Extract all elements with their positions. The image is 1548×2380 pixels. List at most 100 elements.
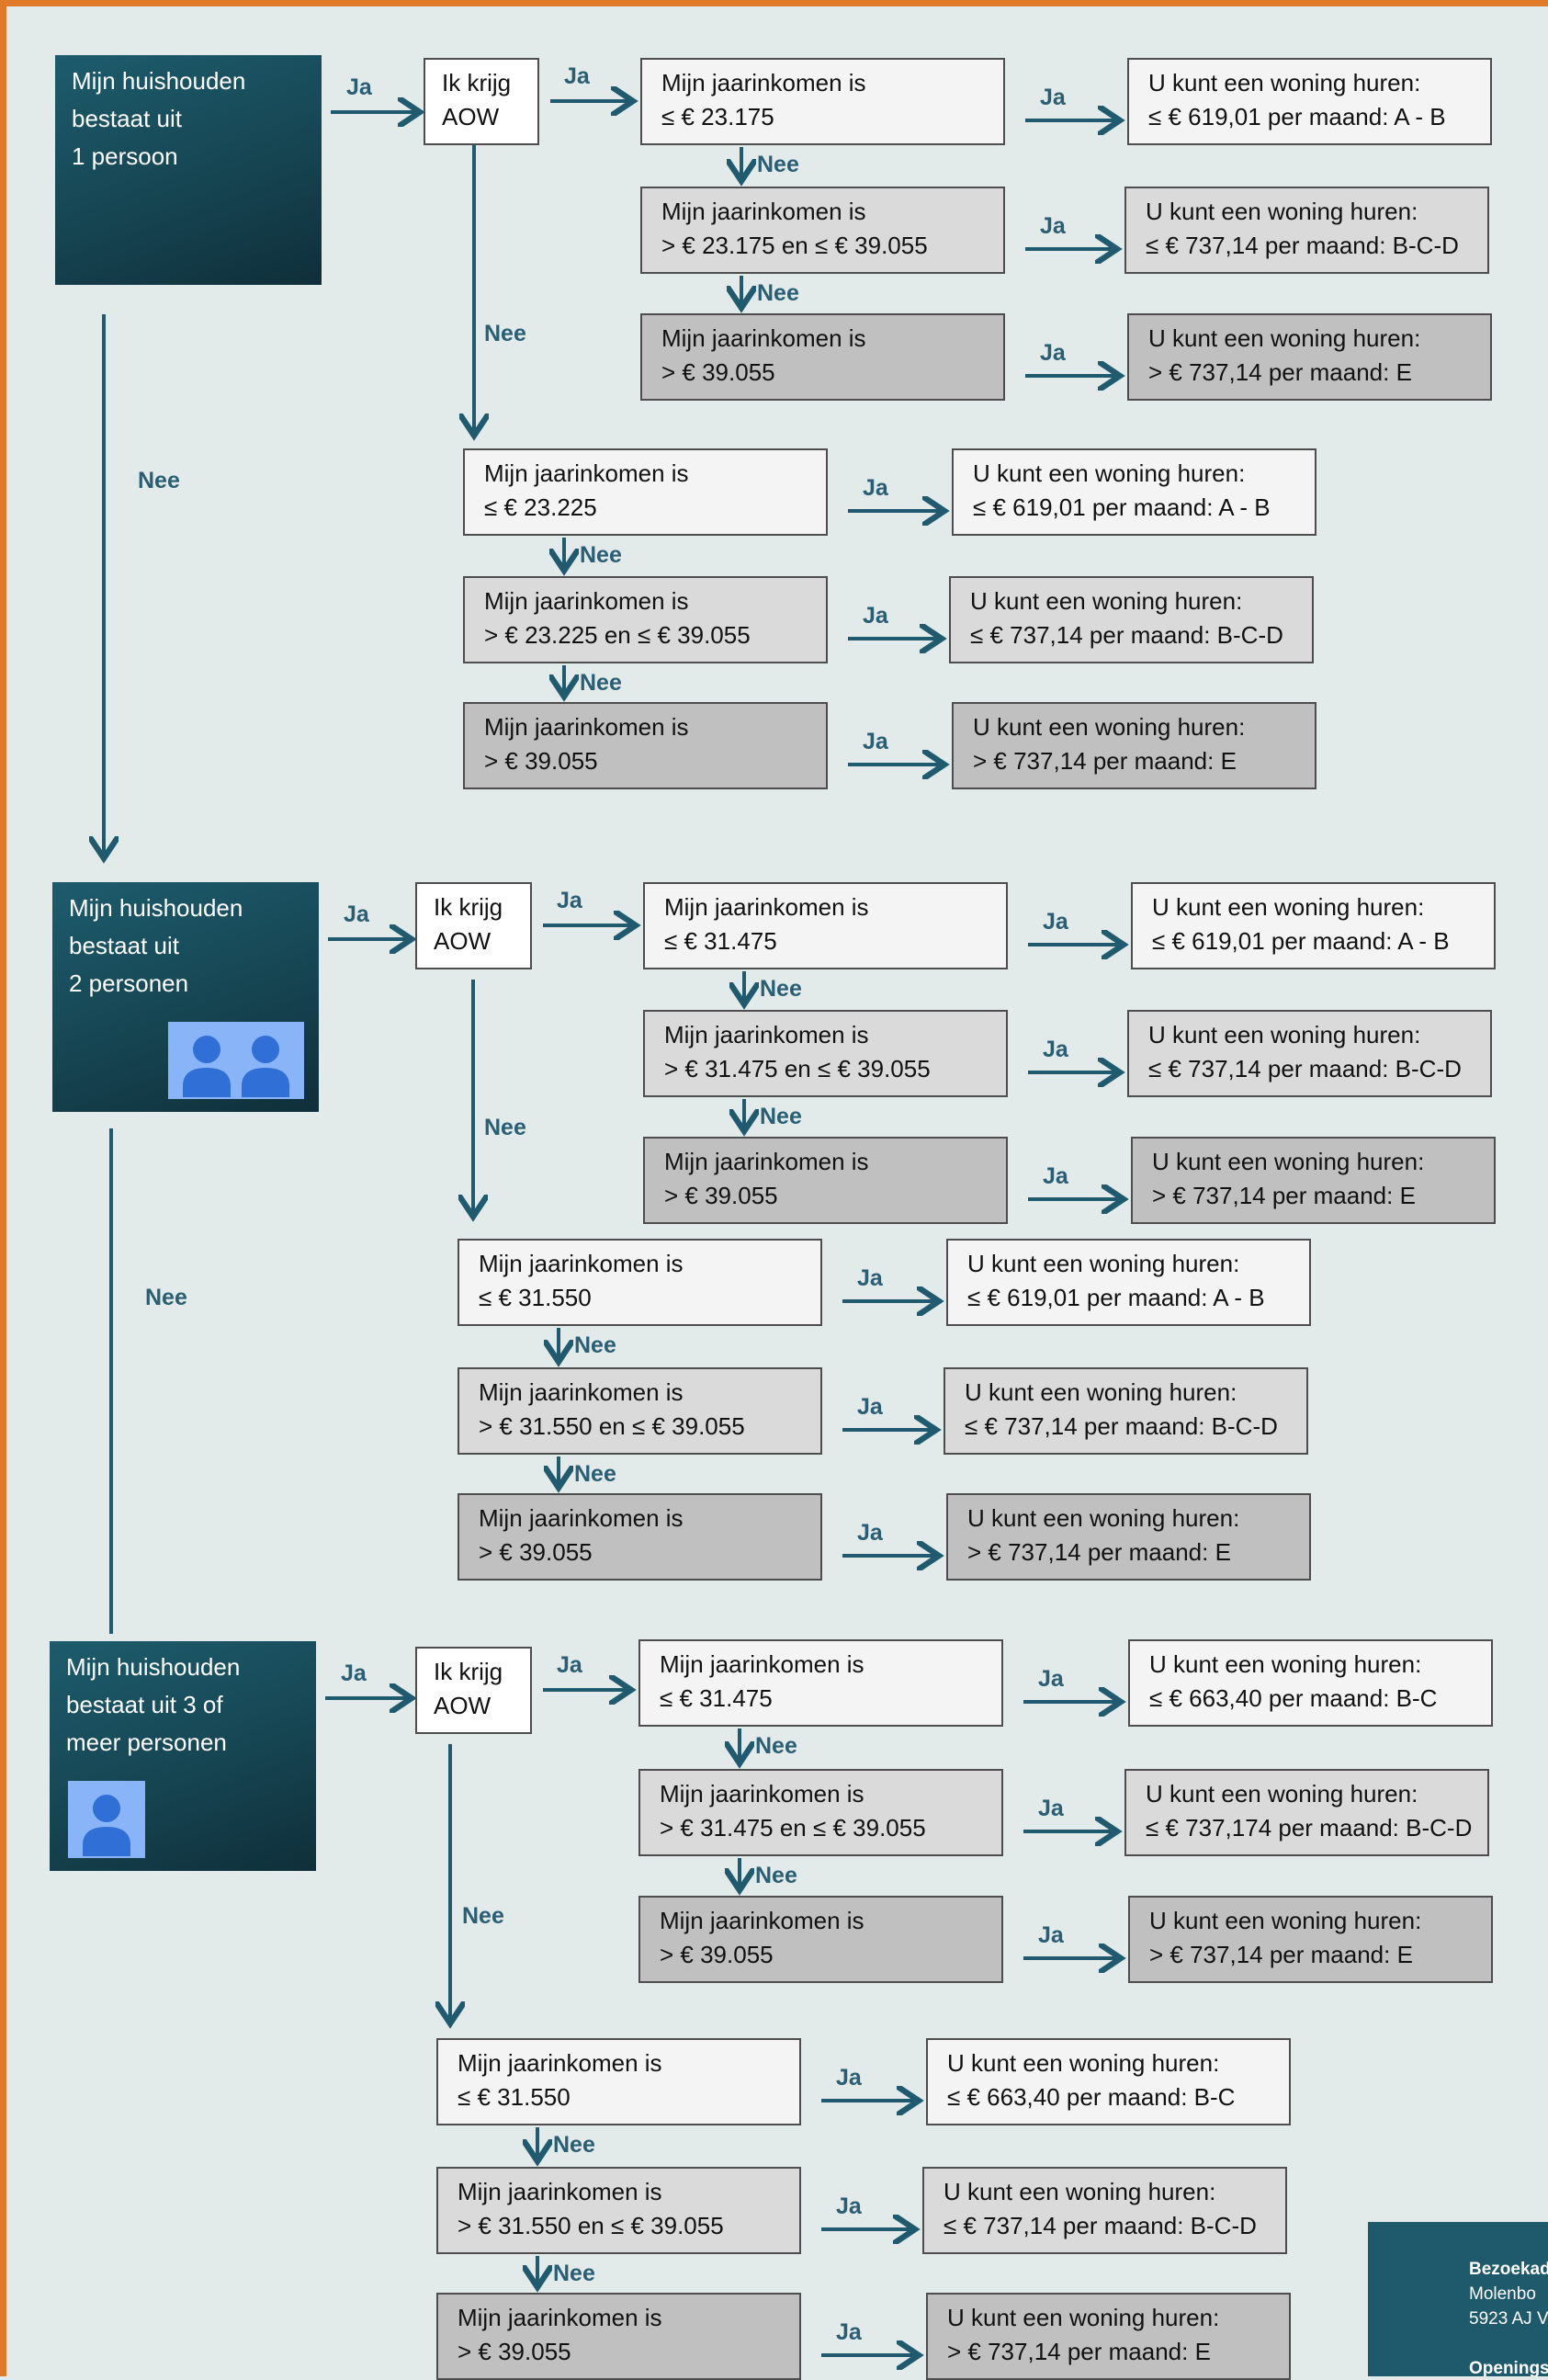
result-box-aow-2: U kunt een woning huren:≤ € 737,14 per m… — [1127, 1010, 1492, 1097]
income-box-aow-1-line: ≤ € 23.175 — [661, 103, 774, 130]
ja-label: Ja — [863, 729, 888, 754]
income-box-no-aow-1: Mijn jaarinkomen is≤ € 31.550 — [458, 1239, 822, 1326]
income-box-aow-2-line: > € 23.175 en ≤ € 39.055 — [661, 232, 928, 259]
result-box-no-aow-2-line: ≤ € 737,14 per maand: B-C-D — [943, 2212, 1257, 2239]
income-box-no-aow-1-line: ≤ € 23.225 — [484, 493, 597, 521]
result-box-aow-1-line: U kunt een woning huren: — [1152, 893, 1425, 921]
income-box-no-aow-3-line: Mijn jaarinkomen is — [458, 2304, 662, 2331]
aow-box-line: AOW — [434, 927, 492, 955]
ja-label: Ja — [1040, 213, 1066, 239]
two-persons-icon — [168, 1022, 304, 1099]
income-box-aow-1-line: Mijn jaarinkomen is — [664, 893, 869, 921]
income-box-no-aow-3: Mijn jaarinkomen is > € 39.055 — [436, 2293, 801, 2380]
ja-label: Ja — [836, 2193, 862, 2219]
income-box-no-aow-1-line: Mijn jaarinkomen is — [484, 459, 689, 487]
income-box-aow-3-line: > € 39.055 — [660, 1941, 774, 1968]
result-box-aow-3: U kunt een woning huren:> € 737,14 per m… — [1127, 313, 1492, 401]
household-line: Mijn huishouden — [69, 894, 243, 922]
nee-label: Nee — [760, 976, 802, 1002]
result-box-aow-1-line: ≤ € 663,40 per maand: B-C — [1149, 1684, 1438, 1712]
result-box-aow-2-line: ≤ € 737,14 per maand: B-C-D — [1148, 1055, 1462, 1082]
result-box-aow-3-line: > € 737,14 per maand: E — [1148, 358, 1412, 386]
result-box-no-aow-2: U kunt een woning huren:≤ € 737,14 per m… — [949, 576, 1314, 663]
result-box-aow-2-line: U kunt een woning huren: — [1146, 198, 1418, 225]
result-box-no-aow-2-line: U kunt een woning huren: — [970, 587, 1243, 615]
result-box-aow-1-line: ≤ € 619,01 per maand: A - B — [1152, 927, 1450, 955]
result-box-aow-3: U kunt een woning huren:> € 737,14 per m… — [1131, 1137, 1496, 1224]
ja-label: Ja — [346, 74, 372, 100]
ja-label: Ja — [1043, 1037, 1068, 1062]
footer-line — [1469, 2331, 1548, 2356]
result-box-aow-3: U kunt een woning huren:> € 737,14 per m… — [1128, 1896, 1493, 1983]
result-box-no-aow-3-line: U kunt een woning huren: — [973, 713, 1246, 741]
result-box-aow-1: U kunt een woning huren:≤ € 619,01 per m… — [1127, 58, 1492, 145]
ja-label: Ja — [1043, 909, 1068, 935]
nee-label: Nee — [138, 468, 180, 493]
nee-label: Nee — [757, 152, 799, 177]
result-box-no-aow-1: U kunt een woning huren:≤ € 663,40 per m… — [926, 2038, 1291, 2125]
income-box-aow-1: Mijn jaarinkomen is ≤ € 31.475 — [643, 882, 1008, 969]
income-box-aow-2-line: Mijn jaarinkomen is — [664, 1021, 869, 1048]
ja-label: Ja — [557, 1652, 582, 1678]
income-box-aow-2: Mijn jaarinkomen is> € 31.475 en ≤ € 39.… — [643, 1010, 1008, 1097]
result-box-aow-1: U kunt een woning huren:≤ € 663,40 per m… — [1128, 1639, 1493, 1727]
ja-label: Ja — [863, 603, 888, 629]
income-box-no-aow-1: Mijn jaarinkomen is ≤ € 23.225 — [463, 448, 828, 536]
footer-line: Bezoekad — [1469, 2260, 1548, 2279]
nee-label: Nee — [755, 1863, 797, 1888]
nee-label: Nee — [755, 1733, 797, 1759]
income-box-no-aow-3-line: > € 39.055 — [479, 1538, 593, 1566]
result-box-aow-3-line: > € 737,14 per maand: E — [1152, 1182, 1416, 1209]
footer-line: Molenbo — [1469, 2284, 1536, 2304]
income-box-aow-1-line: Mijn jaarinkomen is — [660, 1650, 864, 1678]
income-box-no-aow-1-line: Mijn jaarinkomen is — [458, 2049, 662, 2077]
result-box-aow-1-line: U kunt een woning huren: — [1148, 69, 1421, 96]
income-box-aow-2-line: Mijn jaarinkomen is — [660, 1780, 864, 1808]
income-box-aow-1-line: Mijn jaarinkomen is — [661, 69, 866, 96]
income-box-aow-3-line: > € 39.055 — [661, 358, 775, 386]
income-box-aow-2-line: > € 31.475 en ≤ € 39.055 — [660, 1814, 926, 1842]
ja-label: Ja — [341, 1660, 367, 1686]
income-box-no-aow-3: Mijn jaarinkomen is> € 39.055 — [458, 1493, 822, 1581]
result-box-no-aow-2-line: ≤ € 737,14 per maand: B-C-D — [965, 1412, 1278, 1440]
income-box-no-aow-2: Mijn jaarinkomen is> € 31.550 en ≤ € 39.… — [458, 1367, 822, 1455]
result-box-no-aow-1: U kunt een woning huren:≤ € 619,01 per m… — [952, 448, 1316, 536]
nee-label: Nee — [574, 1332, 616, 1358]
aow-box-line: AOW — [442, 103, 500, 130]
result-box-no-aow-3-line: U kunt een woning huren: — [947, 2304, 1220, 2331]
income-box-aow-1-line: ≤ € 31.475 — [664, 927, 777, 955]
result-box-no-aow-3: U kunt een woning huren:> € 737,14 per m… — [952, 702, 1316, 789]
result-box-no-aow-1: U kunt een woning huren:≤ € 619,01 per m… — [946, 1239, 1311, 1326]
person-head — [93, 1795, 120, 1822]
person-body — [83, 1827, 130, 1856]
ja-label: Ja — [564, 63, 590, 89]
ja-label: Ja — [1038, 1666, 1064, 1692]
income-box-no-aow-2-line: Mijn jaarinkomen is — [458, 2178, 662, 2205]
nee-label: Nee — [580, 670, 622, 696]
income-box-aow-3-line: Mijn jaarinkomen is — [660, 1907, 864, 1934]
income-box-no-aow-3-line: > € 39.055 — [458, 2338, 571, 2365]
result-box-aow-2: U kunt een woning huren:≤ € 737,174 per … — [1124, 1769, 1489, 1856]
income-box-no-aow-1-line: ≤ € 31.550 — [458, 2083, 571, 2111]
household-line: Mijn huishouden — [72, 67, 246, 95]
income-box-aow-3-line: Mijn jaarinkomen is — [664, 1148, 869, 1175]
household-line: 2 personen — [69, 969, 189, 997]
nee-label: Nee — [553, 2132, 595, 2158]
ja-label: Ja — [857, 1265, 883, 1291]
result-box-no-aow-2-line: U kunt een woning huren: — [943, 2178, 1216, 2205]
result-box-aow-3-line: U kunt een woning huren: — [1149, 1907, 1422, 1934]
income-box-aow-1-line: ≤ € 31.475 — [660, 1684, 773, 1712]
ja-label: Ja — [836, 2319, 862, 2345]
result-box-no-aow-1-line: ≤ € 663,40 per maand: B-C — [947, 2083, 1236, 2111]
household-line: bestaat uit 3 of — [66, 1691, 223, 1718]
income-box-no-aow-1: Mijn jaarinkomen is ≤ € 31.550 — [436, 2038, 801, 2125]
household-line: Mijn huishouden — [66, 1653, 241, 1681]
household-line: bestaat uit — [72, 105, 182, 132]
income-box-aow-2: Mijn jaarinkomen is> € 23.175 en ≤ € 39.… — [640, 187, 1005, 274]
income-box-aow-2: Mijn jaarinkomen is > € 31.475 en ≤ € 39.… — [638, 1769, 1003, 1856]
